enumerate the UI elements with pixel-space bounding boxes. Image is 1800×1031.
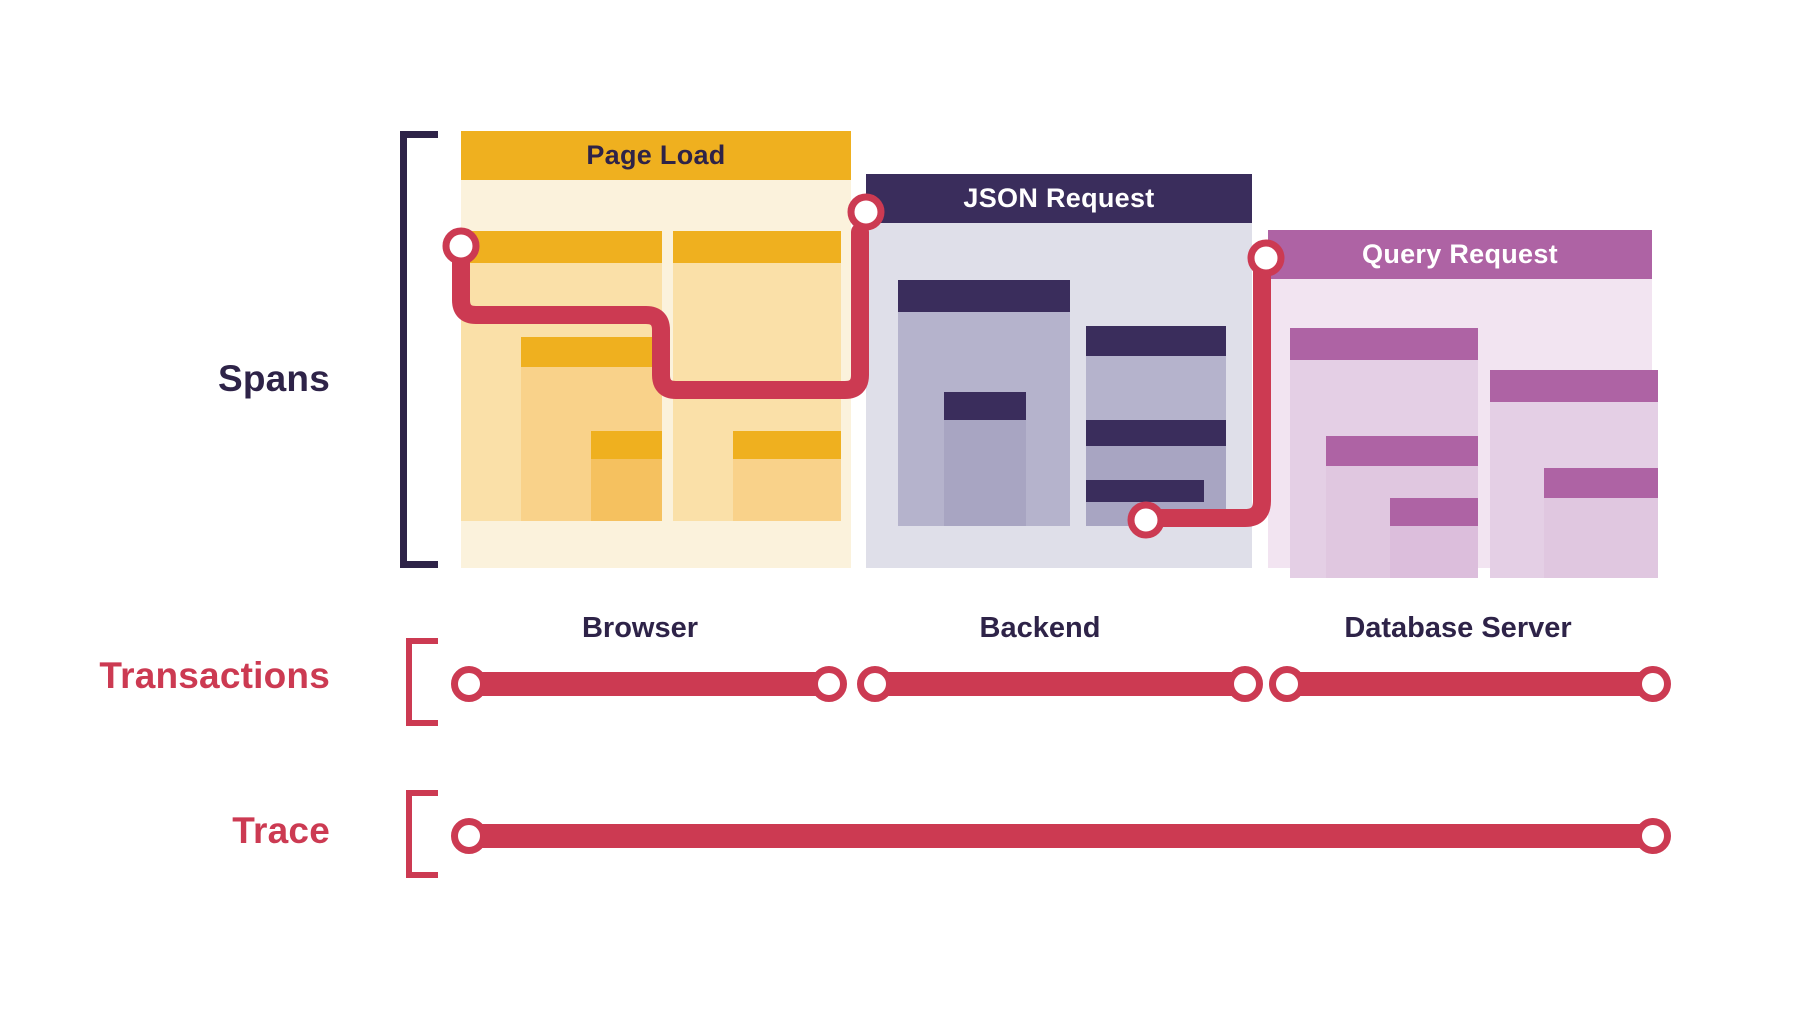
database-span-1-cap: [1290, 328, 1478, 360]
trace-span-full-rail: [455, 824, 1659, 848]
span-group-title-backend: JSON Request: [866, 174, 1252, 223]
trace-span-full[interactable]: [455, 824, 1659, 848]
span-group-title-browser: Page Load: [461, 131, 851, 180]
span-group-title-database: Query Request: [1268, 230, 1652, 279]
column-caption-browser: Browser: [581, 612, 699, 644]
browser-span-1-cap: [461, 231, 662, 263]
database-span-3[interactable]: [1390, 498, 1478, 578]
transaction-database-rail: [1273, 672, 1659, 696]
backend-span-2-cap: [944, 392, 1026, 420]
row-label-transactions: Transactions: [99, 655, 330, 696]
bracket-transactions: [406, 638, 438, 726]
database-span-2-cap: [1326, 436, 1478, 466]
transaction-database[interactable]: [1273, 672, 1659, 696]
transaction-backend-rail: [861, 672, 1251, 696]
browser-span-3[interactable]: [591, 431, 662, 521]
browser-span-2-cap: [521, 337, 662, 367]
trace-node-end[interactable]: [1635, 818, 1671, 854]
bracket-spans: [400, 131, 438, 568]
browser-span-4-cap: [673, 231, 841, 263]
span-group-backend: JSON Request: [866, 174, 1252, 568]
transaction-node-5[interactable]: [1269, 666, 1305, 702]
row-label-trace: Trace: [232, 810, 330, 851]
row-label-spans: Spans: [217, 358, 330, 399]
transaction-browser[interactable]: [455, 672, 835, 696]
backend-span-4-cap: [1086, 420, 1226, 446]
browser-span-3-cap: [591, 431, 662, 459]
span-group-body-browser: [461, 180, 851, 568]
transaction-node-3[interactable]: [857, 666, 893, 702]
database-span-3-cap: [1390, 498, 1478, 526]
span-group-browser: Page Load: [461, 131, 851, 568]
database-span-5-cap: [1544, 468, 1658, 498]
span-group-database: Query Request: [1268, 230, 1658, 578]
backend-span-2[interactable]: [944, 392, 1026, 526]
backend-span-3-cap: [1086, 326, 1226, 356]
transaction-node-1[interactable]: [451, 666, 487, 702]
trace-node-start[interactable]: [451, 818, 487, 854]
transaction-browser-rail: [455, 672, 835, 696]
column-caption-backend: Backend: [979, 612, 1101, 644]
span-group-body-backend: [866, 223, 1252, 568]
database-span-5[interactable]: [1544, 468, 1658, 578]
transaction-node-4[interactable]: [1227, 666, 1263, 702]
bracket-trace: [406, 790, 438, 878]
database-span-4-cap: [1490, 370, 1658, 402]
span-group-body-database: [1268, 279, 1658, 578]
backend-span-5[interactable]: [1086, 480, 1204, 526]
transaction-node-2[interactable]: [811, 666, 847, 702]
browser-span-5[interactable]: [733, 431, 841, 521]
transaction-backend[interactable]: [861, 672, 1251, 696]
browser-span-5-cap: [733, 431, 841, 459]
column-caption-database: Database Server: [1344, 612, 1572, 644]
transaction-node-6[interactable]: [1635, 666, 1671, 702]
backend-span-5-cap: [1086, 480, 1204, 502]
backend-span-1-cap: [898, 280, 1070, 312]
